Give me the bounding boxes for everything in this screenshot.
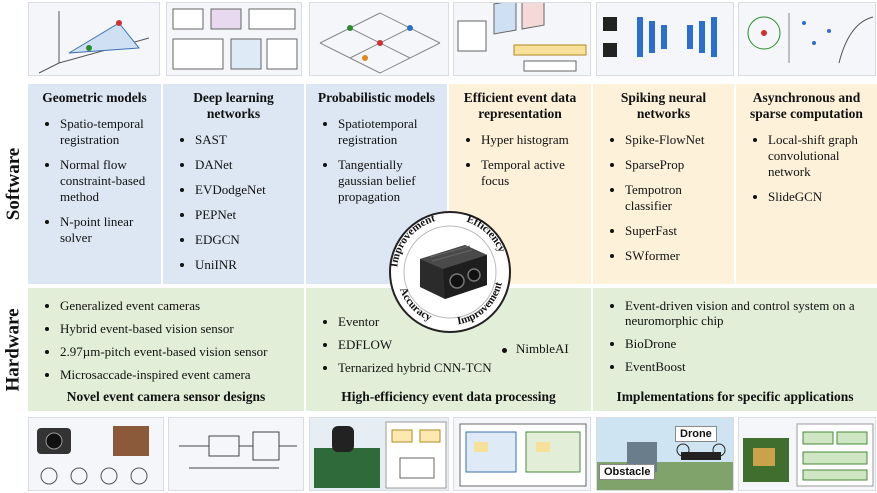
col-title: Geometric models [42, 90, 147, 105]
list-item: EDFLOW [338, 337, 581, 352]
list-item: Event-driven vision and control system o… [625, 298, 867, 328]
list-item: BioDrone [625, 336, 867, 351]
hw-caption: High-efficiency event data processing [341, 389, 556, 404]
row-label-software: Software [3, 147, 24, 221]
thumb-async [738, 2, 876, 76]
thumb-fpga-board [309, 417, 449, 491]
thumb-deep-learning [166, 2, 302, 76]
list-item: SparseProp [625, 157, 726, 173]
list-item: DANet [195, 157, 296, 173]
list-item-nimbleai: NimbleAI [502, 341, 569, 357]
hw-caption: Novel event camera sensor designs [66, 389, 266, 404]
list-item: Normal flow constraint-based method [60, 157, 153, 205]
event-camera-icon [420, 245, 487, 299]
list-item: 2.97µm-pitch event-based vision sensor [60, 344, 294, 359]
list-item: SuperFast [625, 223, 726, 239]
col-spiking: Spiking neural networks Spike-FlowNet Sp… [593, 84, 734, 284]
col-async: Asynchronous and sparse computation Loca… [736, 84, 877, 284]
thumb-geometric [28, 2, 160, 76]
list-item: UniINR [195, 257, 296, 273]
bullet [502, 347, 507, 353]
thumb-sensor-photo [28, 417, 164, 491]
center-ring: Improvement Efficiency Accuracy Improvem… [388, 211, 511, 333]
thumb-probabilistic [309, 2, 449, 76]
hw-sensor-designs: Generalized event cameras Hybrid event-b… [28, 288, 304, 411]
list-item: PEPNet [195, 207, 296, 223]
list-item: Eventor [338, 314, 581, 329]
list-item: Tangentially gaussian belief propagation [338, 157, 439, 205]
thumb-sensor-circuit [168, 417, 304, 491]
thumb-neuromorphic-chip [738, 417, 876, 491]
row-label-hardware: Hardware [3, 307, 24, 392]
list-item: Generalized event cameras [60, 298, 294, 313]
col-title: Deep learning networks [193, 90, 274, 121]
list-item: SlideGCN [768, 189, 869, 205]
hw-caption: Implementations for specific application… [616, 389, 854, 404]
list-item: EVDodgeNet [195, 182, 296, 198]
list-item: Hyper histogram [481, 132, 583, 148]
obstacle-label: Obstacle [599, 464, 656, 480]
thumb-drone: Drone Obstacle [596, 417, 734, 491]
list-item: Temporal active focus [481, 157, 583, 189]
hw-applications: Event-driven vision and control system o… [593, 288, 877, 411]
thumb-processing-pipeline [453, 417, 591, 491]
list-item: SWformer [625, 248, 726, 264]
hw-data-processing: Eventor EDFLOW Ternarized hybrid CNN-TCN… [306, 288, 591, 411]
col-title: Asynchronous and sparse computation [750, 90, 863, 121]
list-item: Microsaccade-inspired event camera [60, 367, 294, 382]
list-item: N-point linear solver [60, 214, 153, 246]
list-item: EDGCN [195, 232, 296, 248]
col-title: Probabilistic models [317, 90, 436, 105]
col-title: Spiking neural networks [620, 90, 707, 121]
list-item: Hybrid event-based vision sensor [60, 321, 294, 336]
list-item: SAST [195, 132, 296, 148]
col-geometric-models: Geometric models Spatio-temporal registr… [28, 84, 161, 284]
list-item: Tempotron classifier [625, 182, 726, 214]
drone-label: Drone [675, 426, 717, 442]
col-deep-learning: Deep learning networks SAST DANet EVDodg… [163, 84, 304, 284]
list-item: Spatiotemporal registration [338, 116, 439, 148]
list-item: Ternarized hybrid CNN-TCN [338, 360, 581, 375]
thumb-spiking [596, 2, 734, 76]
list-item: Local-shift graph convolutional network [768, 132, 869, 180]
thumb-representation [453, 2, 591, 76]
list-item: Spatio-temporal registration [60, 116, 153, 148]
list-item: EventBoost [625, 359, 867, 374]
list-item: Spike-FlowNet [625, 132, 726, 148]
col-title: Efficient event data representation [463, 90, 577, 121]
